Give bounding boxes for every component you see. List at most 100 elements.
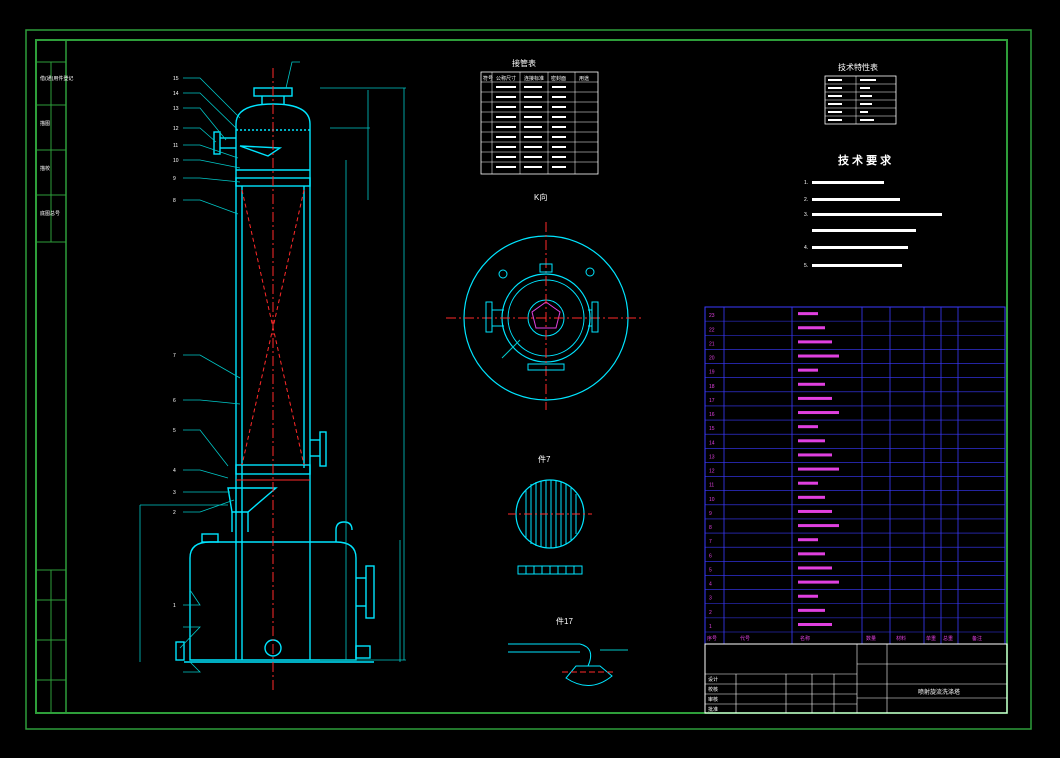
nozzle-header-face: 密封面 — [551, 75, 566, 82]
tech-req-5: 5. — [804, 263, 808, 269]
bom-row-name — [798, 467, 839, 471]
part7-label: 件7 — [538, 454, 551, 464]
tech-req-4: 4. — [804, 245, 808, 251]
bom-row-number: 8 — [709, 525, 712, 531]
bom-footer-header: 名称 — [800, 635, 810, 642]
tech-req-1: 1. — [804, 180, 808, 186]
inner-frame — [35, 39, 1008, 714]
title-row-check: 校核 — [708, 686, 718, 693]
title-row-approve: 批准 — [708, 706, 718, 713]
bom-row-number: 22 — [709, 327, 715, 333]
bom-row-number: 14 — [709, 440, 715, 446]
part-callout-number: 10 — [173, 158, 179, 164]
bom-row-name — [798, 312, 818, 316]
bom-row-number: 9 — [709, 511, 712, 517]
tech-requirements-title: 技 术 要 求 — [838, 153, 892, 167]
bom-row-name — [798, 580, 839, 584]
tower-centerlines — [236, 68, 310, 690]
outer-frame — [25, 29, 1032, 730]
tech-req-3: 3. — [804, 212, 808, 218]
tech-req-2: 2. — [804, 197, 808, 203]
part17-detail — [508, 643, 628, 686]
part7-detail — [508, 479, 592, 575]
bom-row-number: 19 — [709, 370, 715, 376]
bom-row-name — [798, 524, 839, 528]
dimension-lines — [139, 87, 406, 662]
left-binding-strip: 借(通)用件登记 描图 描校 底图总号 — [35, 40, 73, 714]
bom-row-number: 4 — [709, 582, 712, 588]
part17-label: 件17 — [556, 616, 573, 626]
k-view-label: K向 — [534, 192, 547, 202]
bom-row-name — [798, 608, 825, 612]
bom-footer-header: 备注 — [972, 635, 982, 642]
tower-front-view — [175, 87, 375, 663]
part-callout-number: 1 — [173, 603, 176, 609]
bom-row-name — [798, 481, 818, 485]
bom-footer-header: 单重 — [926, 635, 936, 642]
bom-row-number: 20 — [709, 356, 715, 362]
bom-row-name — [798, 552, 825, 556]
bom-table: 2322212019181716151413121110987654321序号代… — [704, 306, 1006, 645]
bom-row-name — [798, 354, 839, 358]
part-callout-number: 3 — [173, 490, 176, 496]
bom-row-name — [798, 326, 825, 330]
bom-row-number: 5 — [709, 567, 712, 573]
nozzle-table: 接管表 符号 公称尺寸 连接标准 密封面 用途 — [480, 58, 599, 175]
drawing-name: 喷射旋流洗涤塔 — [918, 688, 960, 696]
bom-row-number: 6 — [709, 553, 712, 559]
bom-row-number: 7 — [709, 539, 712, 545]
title-row-design: 设计 — [708, 676, 718, 683]
k-view-plan — [446, 222, 644, 410]
strip-label-3: 描校 — [40, 165, 50, 172]
bom-footer-header: 总重 — [943, 635, 953, 642]
bom-row-number: 11 — [709, 483, 714, 489]
strip-label-4: 底图总号 — [40, 210, 60, 217]
bom-row-name — [798, 439, 825, 443]
part-callout-number: 11 — [173, 143, 178, 149]
bom-footer-header: 材料 — [896, 635, 906, 642]
bom-row-number: 2 — [709, 610, 712, 616]
bom-footer-header: 数量 — [866, 635, 876, 642]
spec-table-title: 技术特性表 — [838, 62, 878, 72]
bom-row-number: 16 — [709, 412, 715, 418]
bom-row-name — [798, 509, 832, 513]
bom-footer-header: 序号 — [707, 635, 717, 642]
bom-row-name — [798, 566, 832, 570]
bom-row-number: 18 — [709, 384, 715, 390]
bom-row-name — [798, 368, 818, 372]
part-callout-number: 5 — [173, 428, 176, 434]
bom-row-name — [798, 382, 825, 386]
part-callout-number: 13 — [173, 106, 179, 112]
spec-table: 技术特性表 — [824, 62, 897, 125]
part-callout-number: 4 — [173, 468, 176, 474]
nozzle-header-use: 用途 — [579, 75, 589, 82]
bom-row-name — [798, 340, 832, 344]
bom-row-number: 1 — [709, 624, 712, 630]
bom-row-number: 12 — [709, 469, 715, 475]
part-callout-number: 9 — [173, 176, 176, 182]
bom-row-number: 3 — [709, 596, 712, 602]
bom-row-number: 10 — [709, 497, 715, 503]
title-block: 设计 校核 审核 批准 喷射旋流洗涤塔 — [704, 643, 1008, 714]
part-callout-number: 15 — [173, 76, 179, 82]
title-row-review: 审核 — [708, 696, 718, 703]
bom-row-name — [798, 538, 818, 542]
bom-footer-header: 代号 — [740, 635, 750, 642]
bom-row-number: 13 — [709, 454, 715, 460]
strip-label-1: 借(通)用件登记 — [40, 75, 73, 82]
nozzle-header-standard: 连接标准 — [524, 75, 544, 82]
part-callout-number: 12 — [173, 126, 179, 132]
bom-row-name — [798, 594, 818, 598]
bom-row-name — [798, 411, 839, 415]
part-callout-number: 6 — [173, 398, 176, 404]
bom-row-number: 21 — [709, 341, 715, 347]
bom-row-number: 23 — [709, 313, 715, 319]
nozzle-table-title: 接管表 — [512, 58, 536, 68]
nozzle-header-size: 公称尺寸 — [496, 75, 516, 82]
bom-row-number: 15 — [709, 426, 715, 432]
bom-row-name — [798, 453, 832, 457]
bom-row-name — [798, 623, 832, 626]
strip-label-2: 描图 — [40, 120, 50, 127]
tech-requirements: 技 术 要 求 1. 2. 3. 4. 5. — [804, 153, 942, 269]
